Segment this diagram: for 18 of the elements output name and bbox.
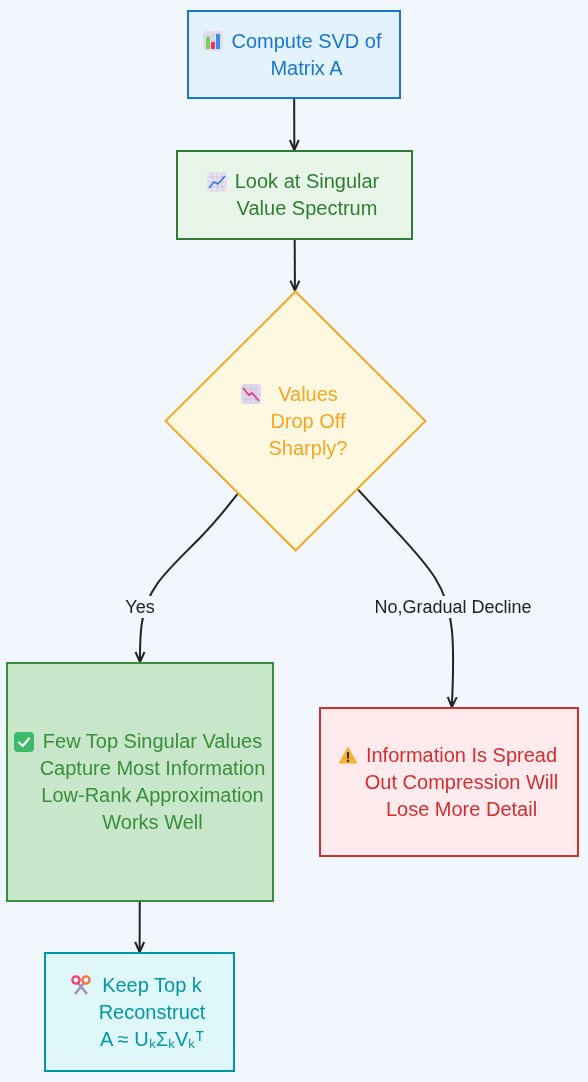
node-label: Look at Singular Value Spectrum (233, 169, 381, 221)
node-label: Compute SVD of Matrix A (230, 28, 383, 81)
node-label: Few Top Singular Values Capture Most Information Low-Rank Approximation Works Well (38, 729, 267, 835)
arrow (134, 493, 239, 663)
arrow (289, 239, 301, 292)
node-label: Information Is Spread Out Compression Will Lose More Detail (363, 742, 560, 822)
arrow (357, 488, 458, 708)
edge-label: Yes (122, 596, 158, 618)
process-box (319, 707, 579, 857)
process-box (176, 150, 413, 240)
decision-diamond (164, 290, 427, 552)
arrow (134, 901, 146, 953)
process-box (6, 662, 274, 902)
arrow (288, 98, 300, 151)
node-label: Values Drop Off Sharply? (267, 381, 349, 461)
process-box (187, 10, 401, 99)
node-label: Keep Top k Reconstruct A ≈ UₖΣₖVₖᵀ (97, 972, 207, 1052)
process-box (44, 952, 235, 1072)
